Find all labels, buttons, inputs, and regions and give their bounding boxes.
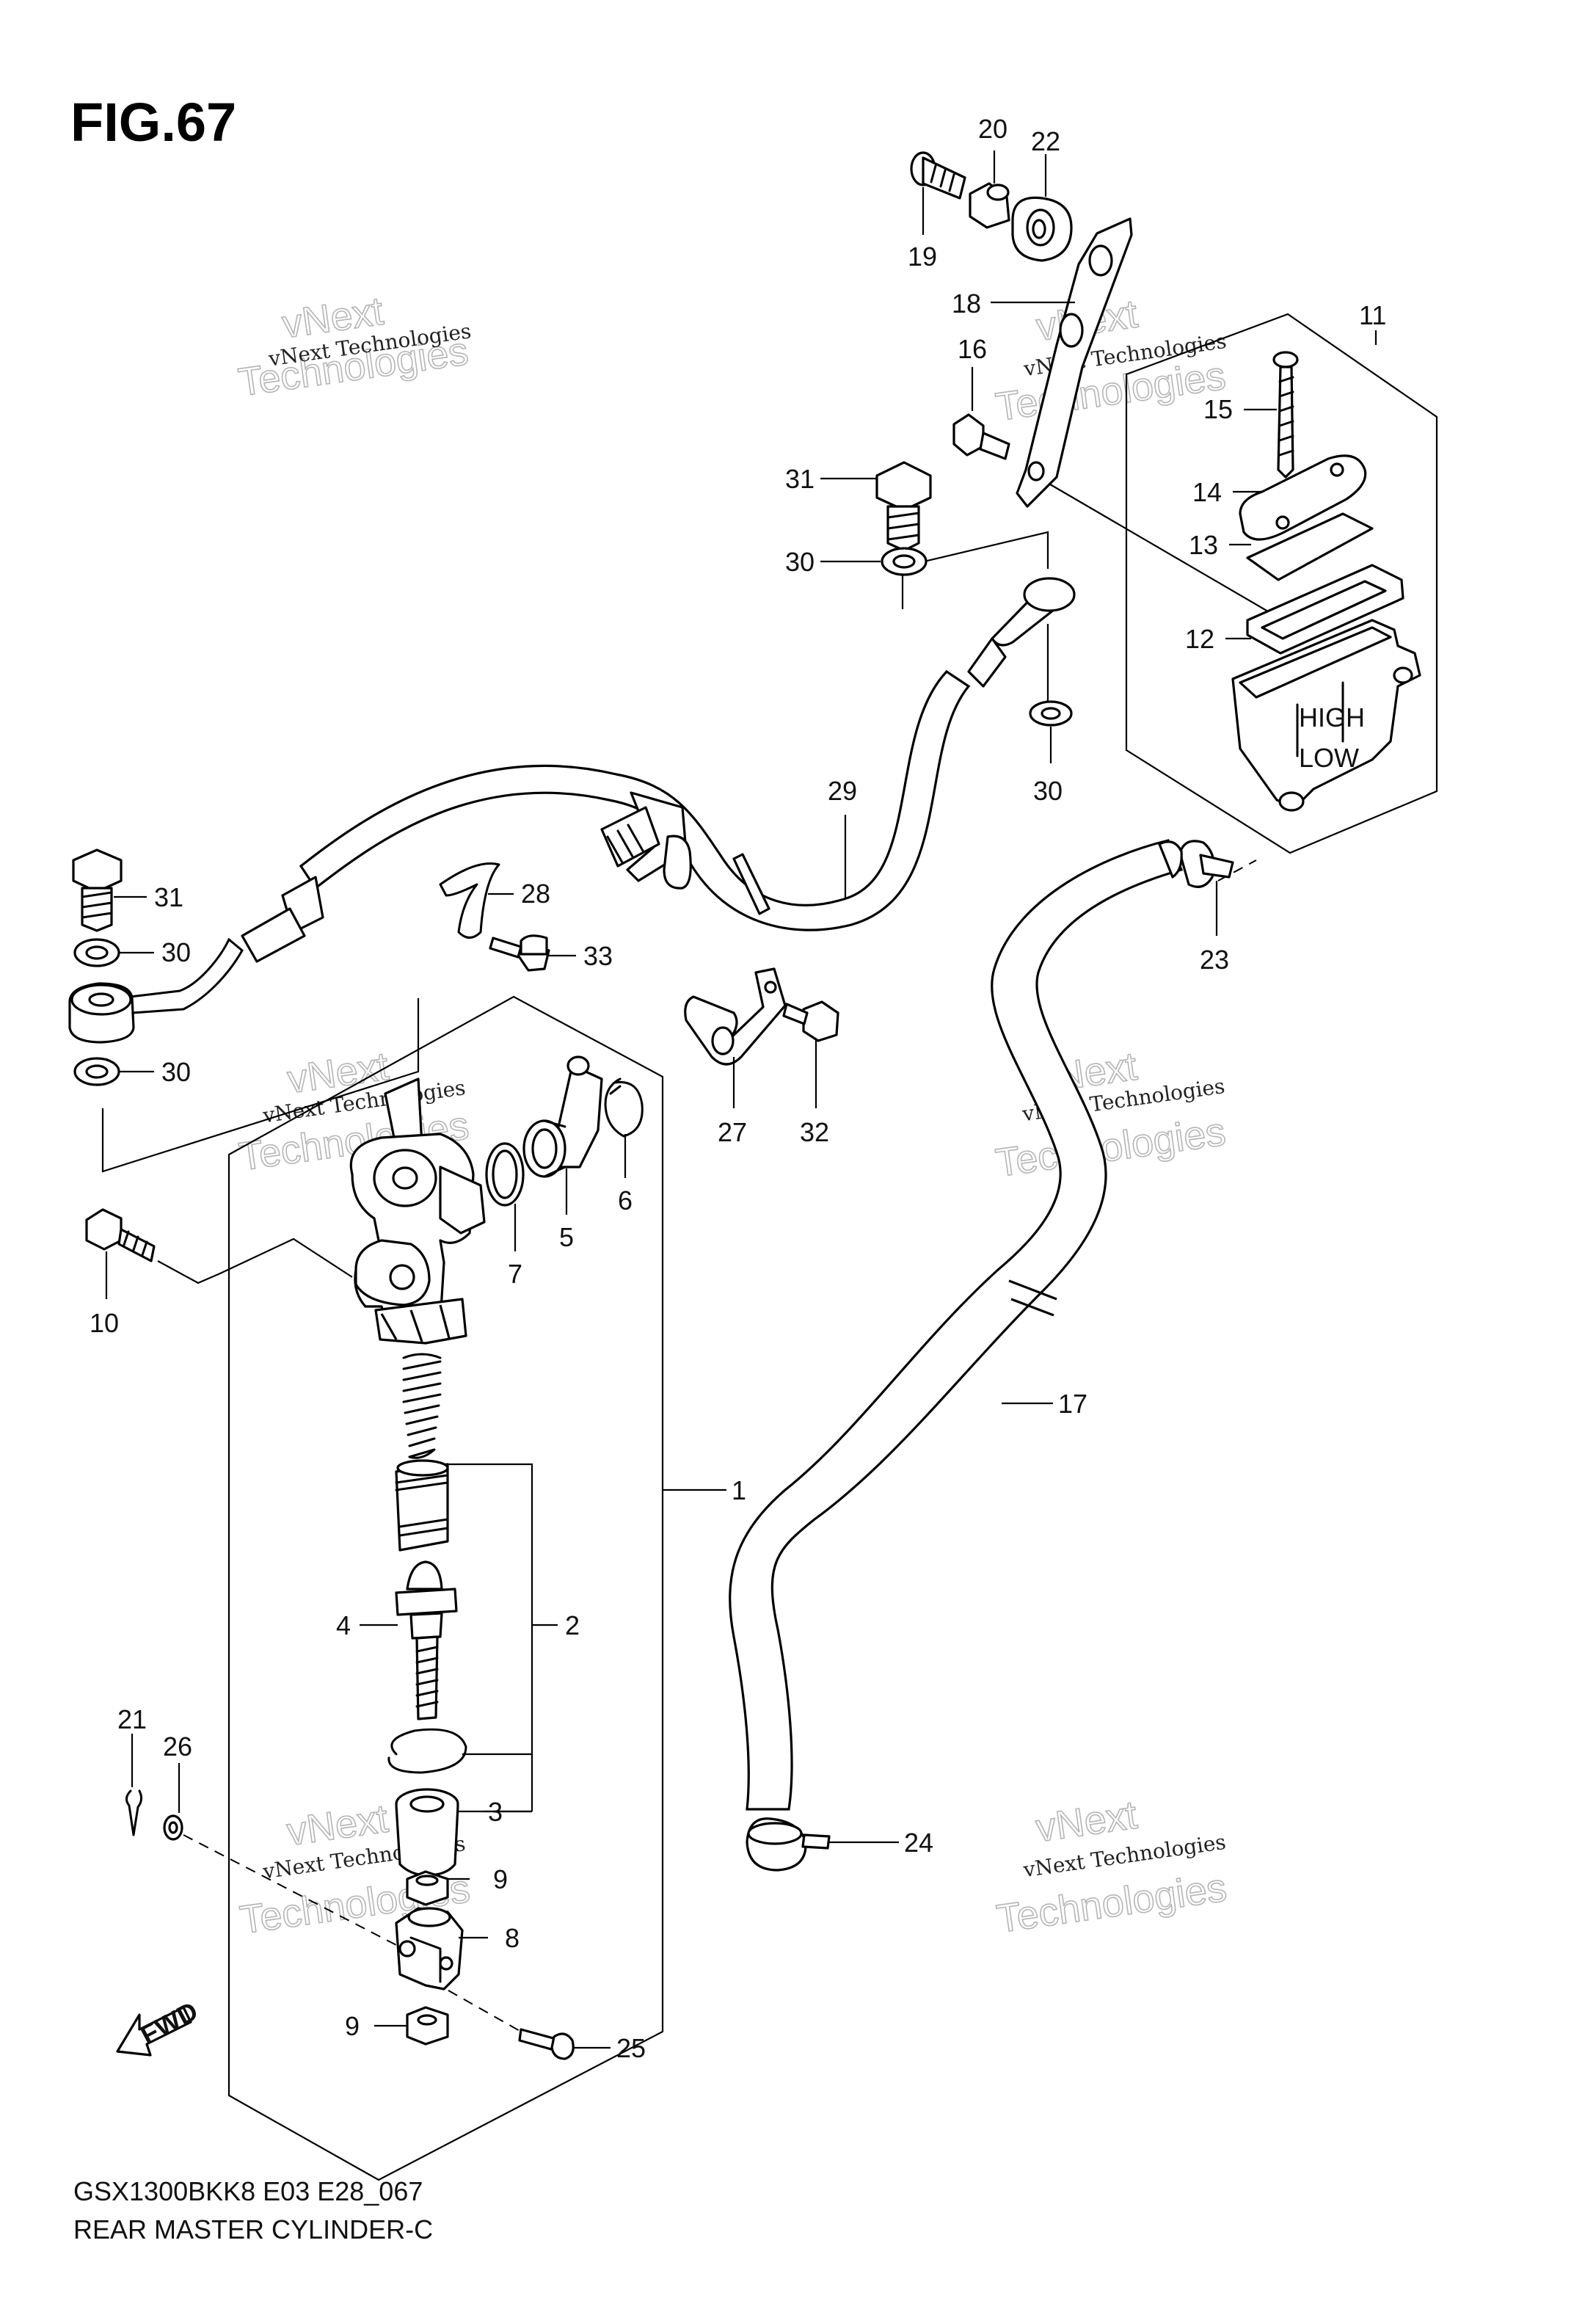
part-30-washer-left-2 (73, 1057, 120, 1086)
callout-30-left-1: 30 (161, 937, 191, 967)
callout-28: 28 (521, 879, 550, 909)
part-10-bolt (85, 1208, 156, 1262)
part-18-bracket (1016, 217, 1133, 508)
callout-9-lower: 9 (345, 2011, 360, 2041)
callout-23: 23 (1200, 945, 1229, 975)
footer-model-code: GSX1300BKK8 E03 E28_067 (73, 2176, 423, 2206)
callout-2: 2 (565, 1610, 580, 1640)
callout-18: 18 (952, 288, 981, 319)
banjo-fitting-left (68, 982, 135, 1044)
callout-25: 25 (616, 2033, 646, 2063)
part-30-washer-right (1029, 700, 1073, 727)
callout-15: 15 (1203, 394, 1233, 424)
svg-text:HIGH: HIGH (1299, 702, 1365, 733)
figure-title: FIG.67 (70, 92, 236, 153)
part-20-collar (969, 182, 1010, 229)
part-27-clamp (684, 967, 787, 1066)
part-30-washer-left-1 (73, 938, 120, 967)
callout-5: 5 (559, 1222, 574, 1252)
part-17-hose (729, 839, 1184, 1811)
part-33-bolt (489, 934, 550, 972)
callout-32: 32 (800, 1117, 829, 1147)
master-cylinder-group-box (227, 995, 664, 2181)
part-19-bolt (910, 151, 966, 200)
part-9-nut-lower (406, 2006, 449, 2046)
callout-leaders (105, 150, 1377, 2049)
part-3-boot (395, 1788, 459, 1877)
part-7-o-ring (485, 1142, 525, 1207)
part-25-pin (518, 2028, 575, 2060)
callout-6: 6 (618, 1185, 633, 1215)
part-28-clip (439, 862, 500, 939)
callout-14: 14 (1192, 477, 1222, 507)
part-29-hose (129, 577, 1076, 1014)
callout-24: 24 (904, 1828, 933, 1858)
reservoir-group-box (1125, 313, 1438, 854)
part-32-bolt (782, 1000, 839, 1042)
callout-26: 26 (163, 1731, 192, 1762)
callout-4: 4 (336, 1610, 351, 1640)
callout-17: 17 (1058, 1389, 1087, 1419)
svg-text:LOW: LOW (1299, 743, 1359, 773)
callout-22: 22 (1031, 126, 1060, 156)
part-21-cotter-pin (125, 1789, 143, 1836)
callout-31-left: 31 (154, 882, 183, 912)
part-9-nut-upper (406, 1870, 449, 1906)
callout-12: 12 (1185, 624, 1214, 654)
part-6-circlip (604, 1077, 644, 1138)
master-cylinder-body (349, 1077, 486, 1345)
callout-7: 7 (508, 1259, 522, 1289)
spring (402, 1353, 442, 1459)
callout-30-top: 30 (785, 547, 815, 577)
callout-13: 13 (1189, 530, 1218, 560)
callout-30-right: 30 (1033, 776, 1063, 806)
part-22-grommet (1011, 196, 1073, 262)
part-8-clevis (395, 1907, 464, 1991)
callout-8: 8 (505, 1923, 520, 1953)
part-16-bolt (952, 413, 1010, 460)
callout-21: 21 (117, 1704, 147, 1734)
callout-30-left-2: 30 (161, 1057, 191, 1087)
watermark-1: vNext Technologies vNext Technologies (236, 288, 473, 405)
callout-9-upper: 9 (493, 1864, 508, 1894)
callout-27: 27 (718, 1117, 747, 1147)
callout-16: 16 (958, 334, 987, 364)
piston (395, 1459, 449, 1552)
part-26-washer (163, 1814, 183, 1841)
part-15-screw (1272, 351, 1299, 479)
callout-labels: 20 22 19 18 16 11 15 14 13 12 31 30 30 2… (90, 114, 1386, 2063)
callout-33: 33 (583, 941, 613, 971)
callout-20: 20 (978, 114, 1007, 144)
callout-29: 29 (828, 776, 857, 806)
leader-lines (101, 476, 1278, 2045)
part-12-diaphragm (1246, 564, 1404, 655)
part-13-plate (1246, 512, 1374, 581)
watermark-6: vNext Technologies vNext Technologies (994, 1792, 1230, 1942)
callout-31-top: 31 (785, 464, 815, 494)
footer-part-name: REAR MASTER CYLINDER-C (73, 2214, 433, 2244)
part-31-bolt-top (875, 461, 932, 552)
circlip-lower (387, 1728, 467, 1774)
svg-text:vNext: vNext (1033, 1793, 1140, 1851)
svg-text:FWD: FWD (136, 1996, 203, 2051)
callout-10: 10 (90, 1308, 119, 1338)
part-31-bolt-left (72, 848, 123, 932)
part-24-clamp (746, 1817, 831, 1872)
part-5-joint (522, 1055, 603, 1178)
callout-3: 3 (488, 1797, 503, 1827)
part-4-push-rod (395, 1560, 458, 1720)
fwd-arrow-icon: FWD (116, 1996, 203, 2057)
part-14-cap (1239, 454, 1367, 541)
callout-1: 1 (732, 1475, 746, 1505)
callout-11: 11 (1359, 300, 1386, 330)
part-30-washer-top (881, 547, 928, 576)
callout-19: 19 (908, 241, 937, 272)
part-23-clamp (1178, 840, 1234, 888)
part-11-reservoir: HIGH LOW (1231, 619, 1421, 812)
